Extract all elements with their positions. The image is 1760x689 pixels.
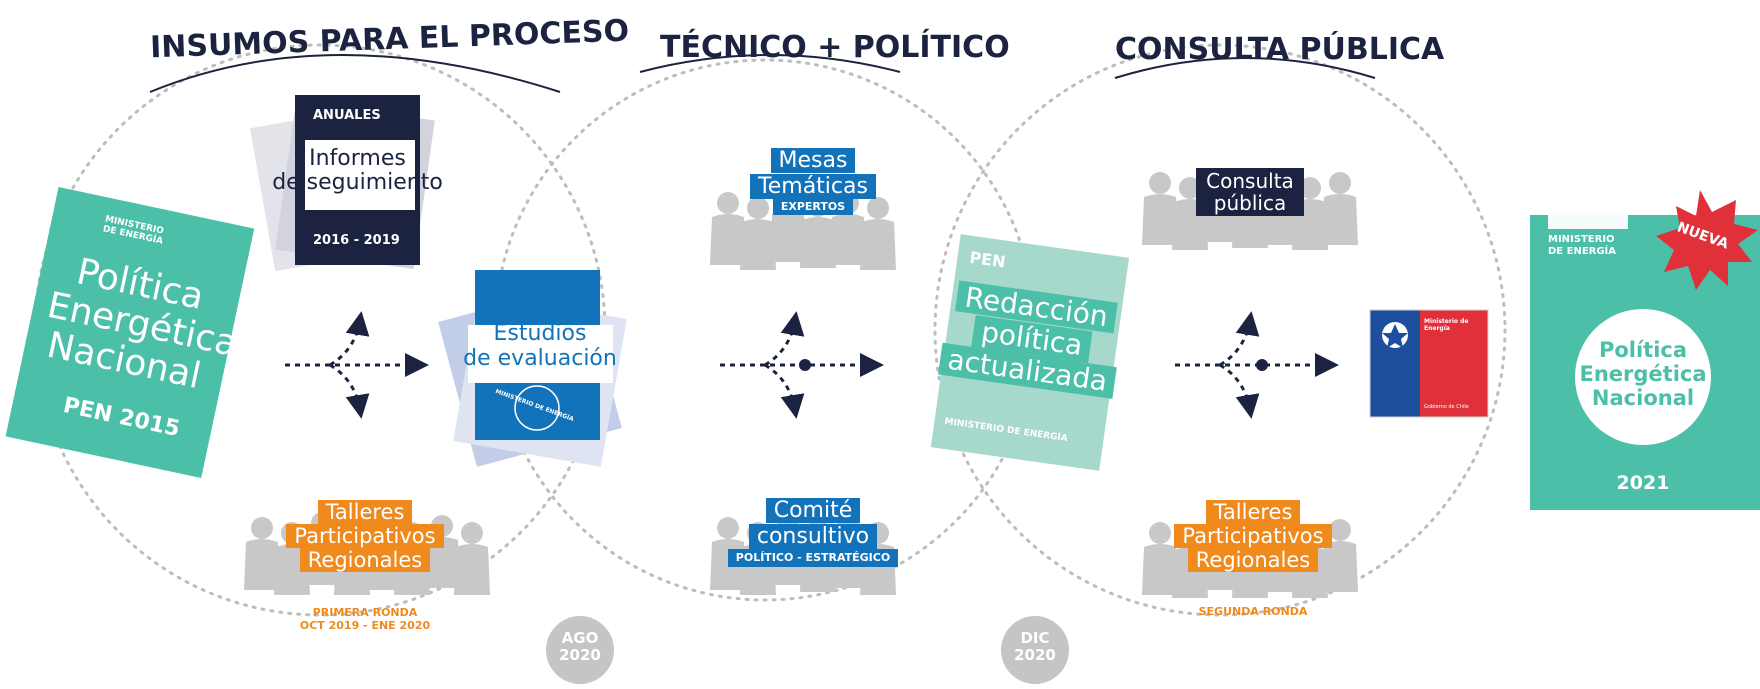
title-arc-3 <box>1114 57 1376 79</box>
flow-arrow-2 <box>720 311 884 419</box>
logo-gobierno: Gobierno de Chile <box>1424 404 1469 410</box>
mesas-tematicas-label: Mesas Temáticas EXPERTOS <box>728 148 898 215</box>
talleres-2-label: Talleres Participativos Regionales <box>1170 500 1336 573</box>
milestone-dic-2020: DIC 2020 <box>1014 629 1056 665</box>
milestone-circle-2 <box>1001 616 1069 684</box>
estudios-title: Estudios de evaluación <box>463 321 617 371</box>
section-title-tecnico: TÉCNICO + POLÍTICO <box>660 30 1010 65</box>
redaccion-text: PEN Redacción política actualizada MINIS… <box>931 234 1129 471</box>
informes-paper-stack <box>250 95 435 272</box>
milestone-circle-1 <box>546 616 614 684</box>
flow-node-2 <box>799 359 811 371</box>
section-title-consulta: CONSULTA PÚBLICA <box>1115 32 1445 67</box>
stage-circle-3 <box>933 43 1507 617</box>
redaccion-footer: MINISTERIO DE ENERGÍA <box>943 416 1069 445</box>
pen2015-year: PEN 2015 <box>60 393 182 443</box>
title-arc-2 <box>639 54 901 73</box>
pen2021-year: 2021 <box>1616 472 1670 494</box>
pen2015-book <box>5 186 255 478</box>
logo-ministerio: Ministerio de Energía <box>1424 318 1469 333</box>
flow-arrow-3 <box>1175 311 1339 419</box>
redaccion-tag: PEN <box>968 247 1007 272</box>
talleres-2-note: SEGUNDA RONDA <box>1198 605 1308 618</box>
pen2021-ministry: MINISTERIO DE ENERGÍA <box>1548 234 1617 257</box>
estudios-paper-stack <box>438 270 627 467</box>
milestone-ago-2020: AGO 2020 <box>559 629 601 665</box>
informes-title: Informes de seguimiento <box>272 146 443 196</box>
flow-arrow-1 <box>285 311 429 419</box>
consulta-publica-label: Consulta pública <box>1185 168 1315 216</box>
talleres-1-note: PRIMERA RONDA OCT 2019 - ENE 2020 <box>299 606 431 633</box>
nueva-starburst <box>1656 190 1758 290</box>
title-arc-1 <box>149 54 561 93</box>
pen2021-title: Política Energética Nacional <box>1579 338 1707 411</box>
informes-years: 2016 - 2019 <box>313 233 400 248</box>
informes-tag: ANUALES <box>313 108 381 123</box>
talleres-1-label: Talleres Participativos Regionales <box>285 500 445 573</box>
comite-consultivo-label: Comité consultivo POLÍTICO - ESTRATÉGICO <box>710 498 916 567</box>
gobierno-logo <box>1369 309 1489 418</box>
flow-node-3 <box>1256 359 1268 371</box>
